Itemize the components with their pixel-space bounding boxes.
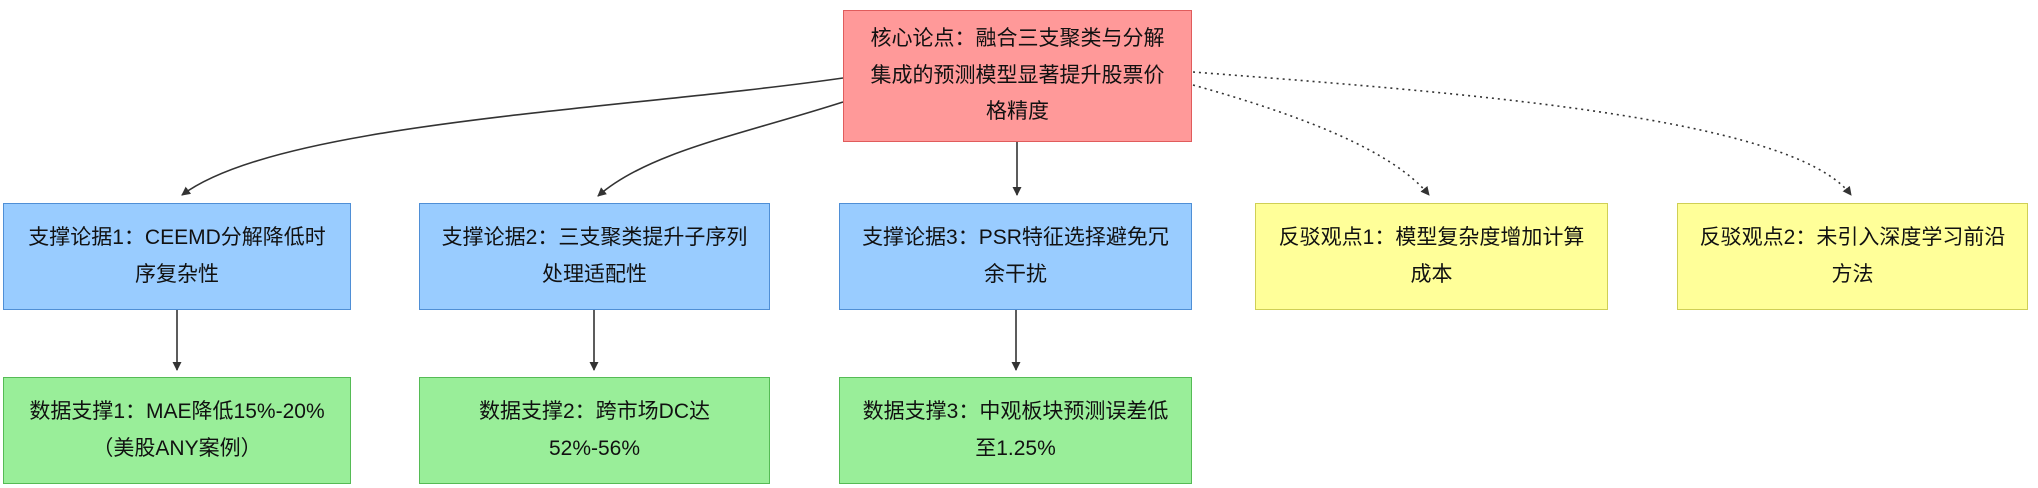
support-label-2: 支撑论据2：三支聚类提升子序列处理适配性 bbox=[441, 225, 748, 286]
support-label-1: 支撑论据1：CEEMD分解降低时序复杂性 bbox=[28, 225, 326, 286]
core-claim-label: 核心论点：融合三支聚类与分解集成的预测模型显著提升股票价格精度 bbox=[870, 26, 1165, 124]
edge-core-support1 bbox=[181, 77, 844, 196]
support-node-1: 支撑论据1：CEEMD分解降低时序复杂性 bbox=[3, 203, 351, 310]
rebuttal-label-1: 反驳观点1：模型复杂度增加计算成本 bbox=[1278, 225, 1585, 286]
edge-core-rebuttal1 bbox=[1192, 84, 1430, 196]
edge-core-rebuttal2 bbox=[1192, 71, 1852, 196]
rebuttal-label-2: 反驳观点2：未引入深度学习前沿方法 bbox=[1699, 225, 2006, 286]
data-label-1: 数据支撑1：MAE降低15%-20%（美股ANY案例） bbox=[29, 399, 325, 460]
support-node-3: 支撑论据3：PSR特征选择避免冗余干扰 bbox=[839, 203, 1192, 310]
support-label-3: 支撑论据3：PSR特征选择避免冗余干扰 bbox=[862, 225, 1169, 286]
data-node-2: 数据支撑2：跨市场DC达52%-56% bbox=[419, 377, 770, 484]
rebuttal-node-1: 反驳观点1：模型复杂度增加计算成本 bbox=[1255, 203, 1608, 310]
data-node-3: 数据支撑3：中观板块预测误差低至1.25% bbox=[839, 377, 1192, 484]
support-node-2: 支撑论据2：三支聚类提升子序列处理适配性 bbox=[419, 203, 770, 310]
core-claim-node: 核心论点：融合三支聚类与分解集成的预测模型显著提升股票价格精度 bbox=[843, 10, 1192, 142]
edge-core-support2 bbox=[597, 101, 844, 197]
data-label-3: 数据支撑3：中观板块预测误差低至1.25% bbox=[862, 399, 1169, 460]
data-label-2: 数据支撑2：跨市场DC达52%-56% bbox=[478, 399, 710, 460]
data-node-1: 数据支撑1：MAE降低15%-20%（美股ANY案例） bbox=[3, 377, 351, 484]
rebuttal-node-2: 反驳观点2：未引入深度学习前沿方法 bbox=[1677, 203, 2028, 310]
